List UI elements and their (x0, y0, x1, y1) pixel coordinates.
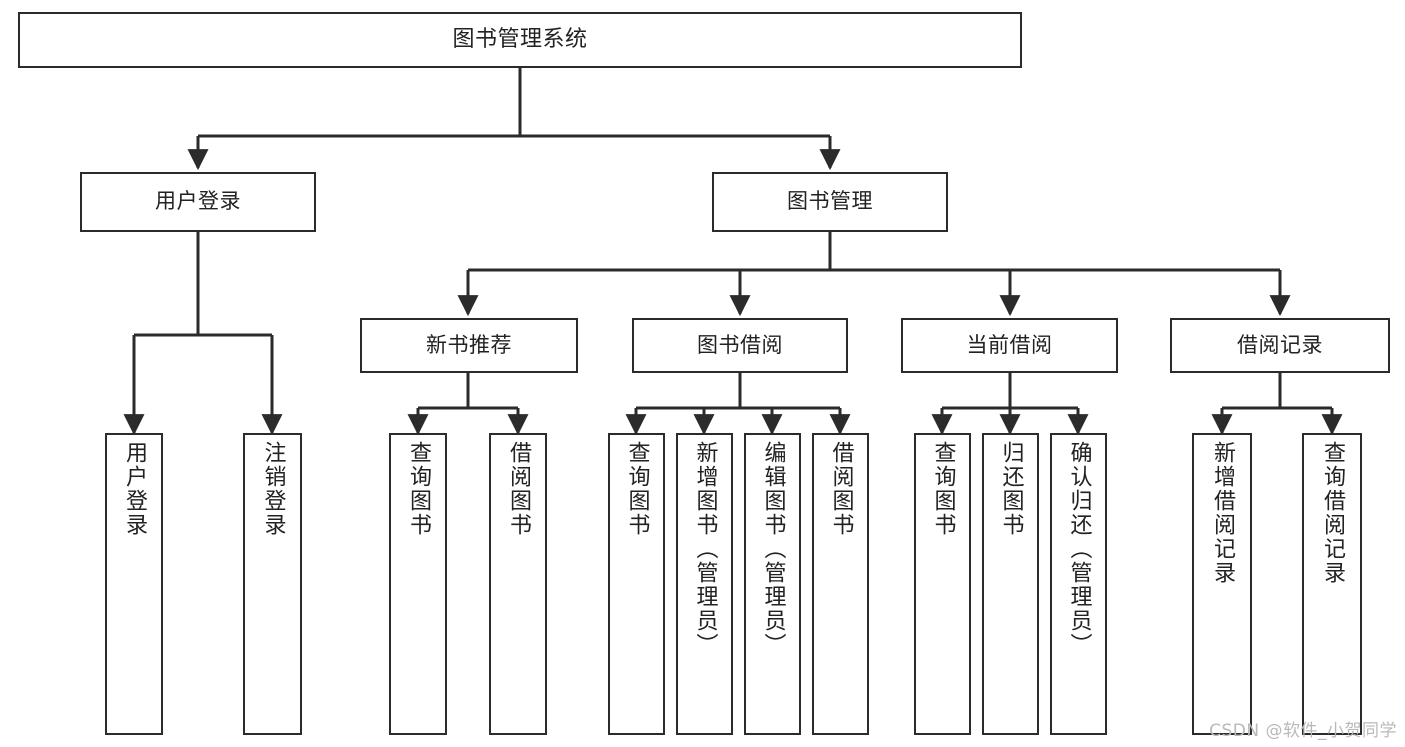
node-label: 编辑图书（管理员） (760, 441, 786, 657)
node-label: 查询借阅记录 (1320, 441, 1345, 585)
node-new-book-recommend[interactable]: 新书推荐 (360, 318, 578, 373)
node-label: 借阅记录 (1237, 332, 1323, 357)
node-borrow-record[interactable]: 借阅记录 (1170, 318, 1390, 373)
leaf-new-book-query[interactable]: 查询图书 (389, 433, 447, 735)
leaf-current-query-book[interactable]: 查询图书 (914, 433, 971, 735)
node-label: 确认归还（管理员） (1066, 441, 1092, 657)
node-label: 图书管理 (787, 189, 873, 214)
node-current-borrow[interactable]: 当前借阅 (901, 318, 1118, 373)
node-label: 用户登录 (122, 441, 147, 537)
node-label: 注销登录 (260, 441, 286, 537)
leaf-return-book[interactable]: 归还图书 (982, 433, 1039, 735)
node-label: 新增借阅记录 (1210, 441, 1235, 585)
leaf-query-borrow-record[interactable]: 查询借阅记录 (1302, 433, 1362, 735)
node-label: 归还图书 (998, 441, 1024, 537)
leaf-user-login[interactable]: 用户登录 (105, 433, 163, 735)
node-label: 查询图书 (406, 441, 431, 537)
leaf-confirm-return-admin[interactable]: 确认归还（管理员） (1050, 433, 1107, 735)
node-label: 当前借阅 (966, 332, 1053, 357)
node-label: 新书推荐 (426, 332, 512, 357)
watermark: CSDN @软件_小贺同学 (1209, 721, 1397, 741)
leaf-edit-book-admin[interactable]: 编辑图书（管理员） (744, 433, 801, 735)
leaf-add-book-admin[interactable]: 新增图书（管理员） (676, 433, 733, 735)
node-label: 用户登录 (155, 189, 241, 214)
node-label: 图书借阅 (697, 332, 783, 357)
node-root-system[interactable]: 图书管理系统 (18, 12, 1022, 68)
leaf-new-book-borrow[interactable]: 借阅图书 (489, 433, 547, 735)
node-label: 查询图书 (624, 441, 650, 537)
node-label: 图书管理系统 (452, 26, 588, 52)
leaf-borrow-book[interactable]: 借阅图书 (812, 433, 869, 735)
node-label: 新增图书（管理员） (692, 441, 718, 657)
node-label: 借阅图书 (506, 441, 531, 537)
node-label: 借阅图书 (828, 441, 854, 537)
node-book-borrow[interactable]: 图书借阅 (632, 318, 848, 373)
node-book-management[interactable]: 图书管理 (712, 172, 948, 232)
leaf-add-borrow-record[interactable]: 新增借阅记录 (1192, 433, 1252, 735)
node-label: 查询图书 (930, 441, 956, 537)
leaf-logout[interactable]: 注销登录 (243, 433, 302, 735)
node-user-login[interactable]: 用户登录 (80, 172, 316, 232)
leaf-borrow-query-book[interactable]: 查询图书 (608, 433, 665, 735)
